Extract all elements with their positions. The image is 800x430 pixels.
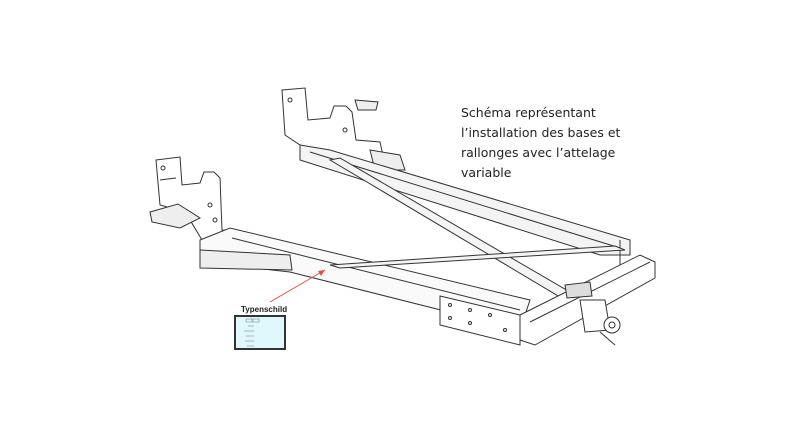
tow-ball: [579, 299, 621, 346]
right-rail: [299, 144, 631, 275]
arrow-head: [318, 270, 325, 276]
left-rail: [199, 227, 531, 346]
type-plate: [234, 315, 286, 350]
caption-line: Schéma représentant: [461, 105, 596, 120]
caption-line: rallonges avec l’attelage: [461, 145, 616, 160]
type-plate-label: Typenschild: [241, 305, 288, 314]
plate-location-arrow: [269, 269, 326, 303]
diagram-caption: Schéma représentant l’installation des b…: [461, 103, 641, 183]
type-plate-lines: [244, 318, 260, 347]
caption-line: l’installation des bases et: [461, 125, 621, 140]
caption-line: variable: [461, 165, 512, 180]
